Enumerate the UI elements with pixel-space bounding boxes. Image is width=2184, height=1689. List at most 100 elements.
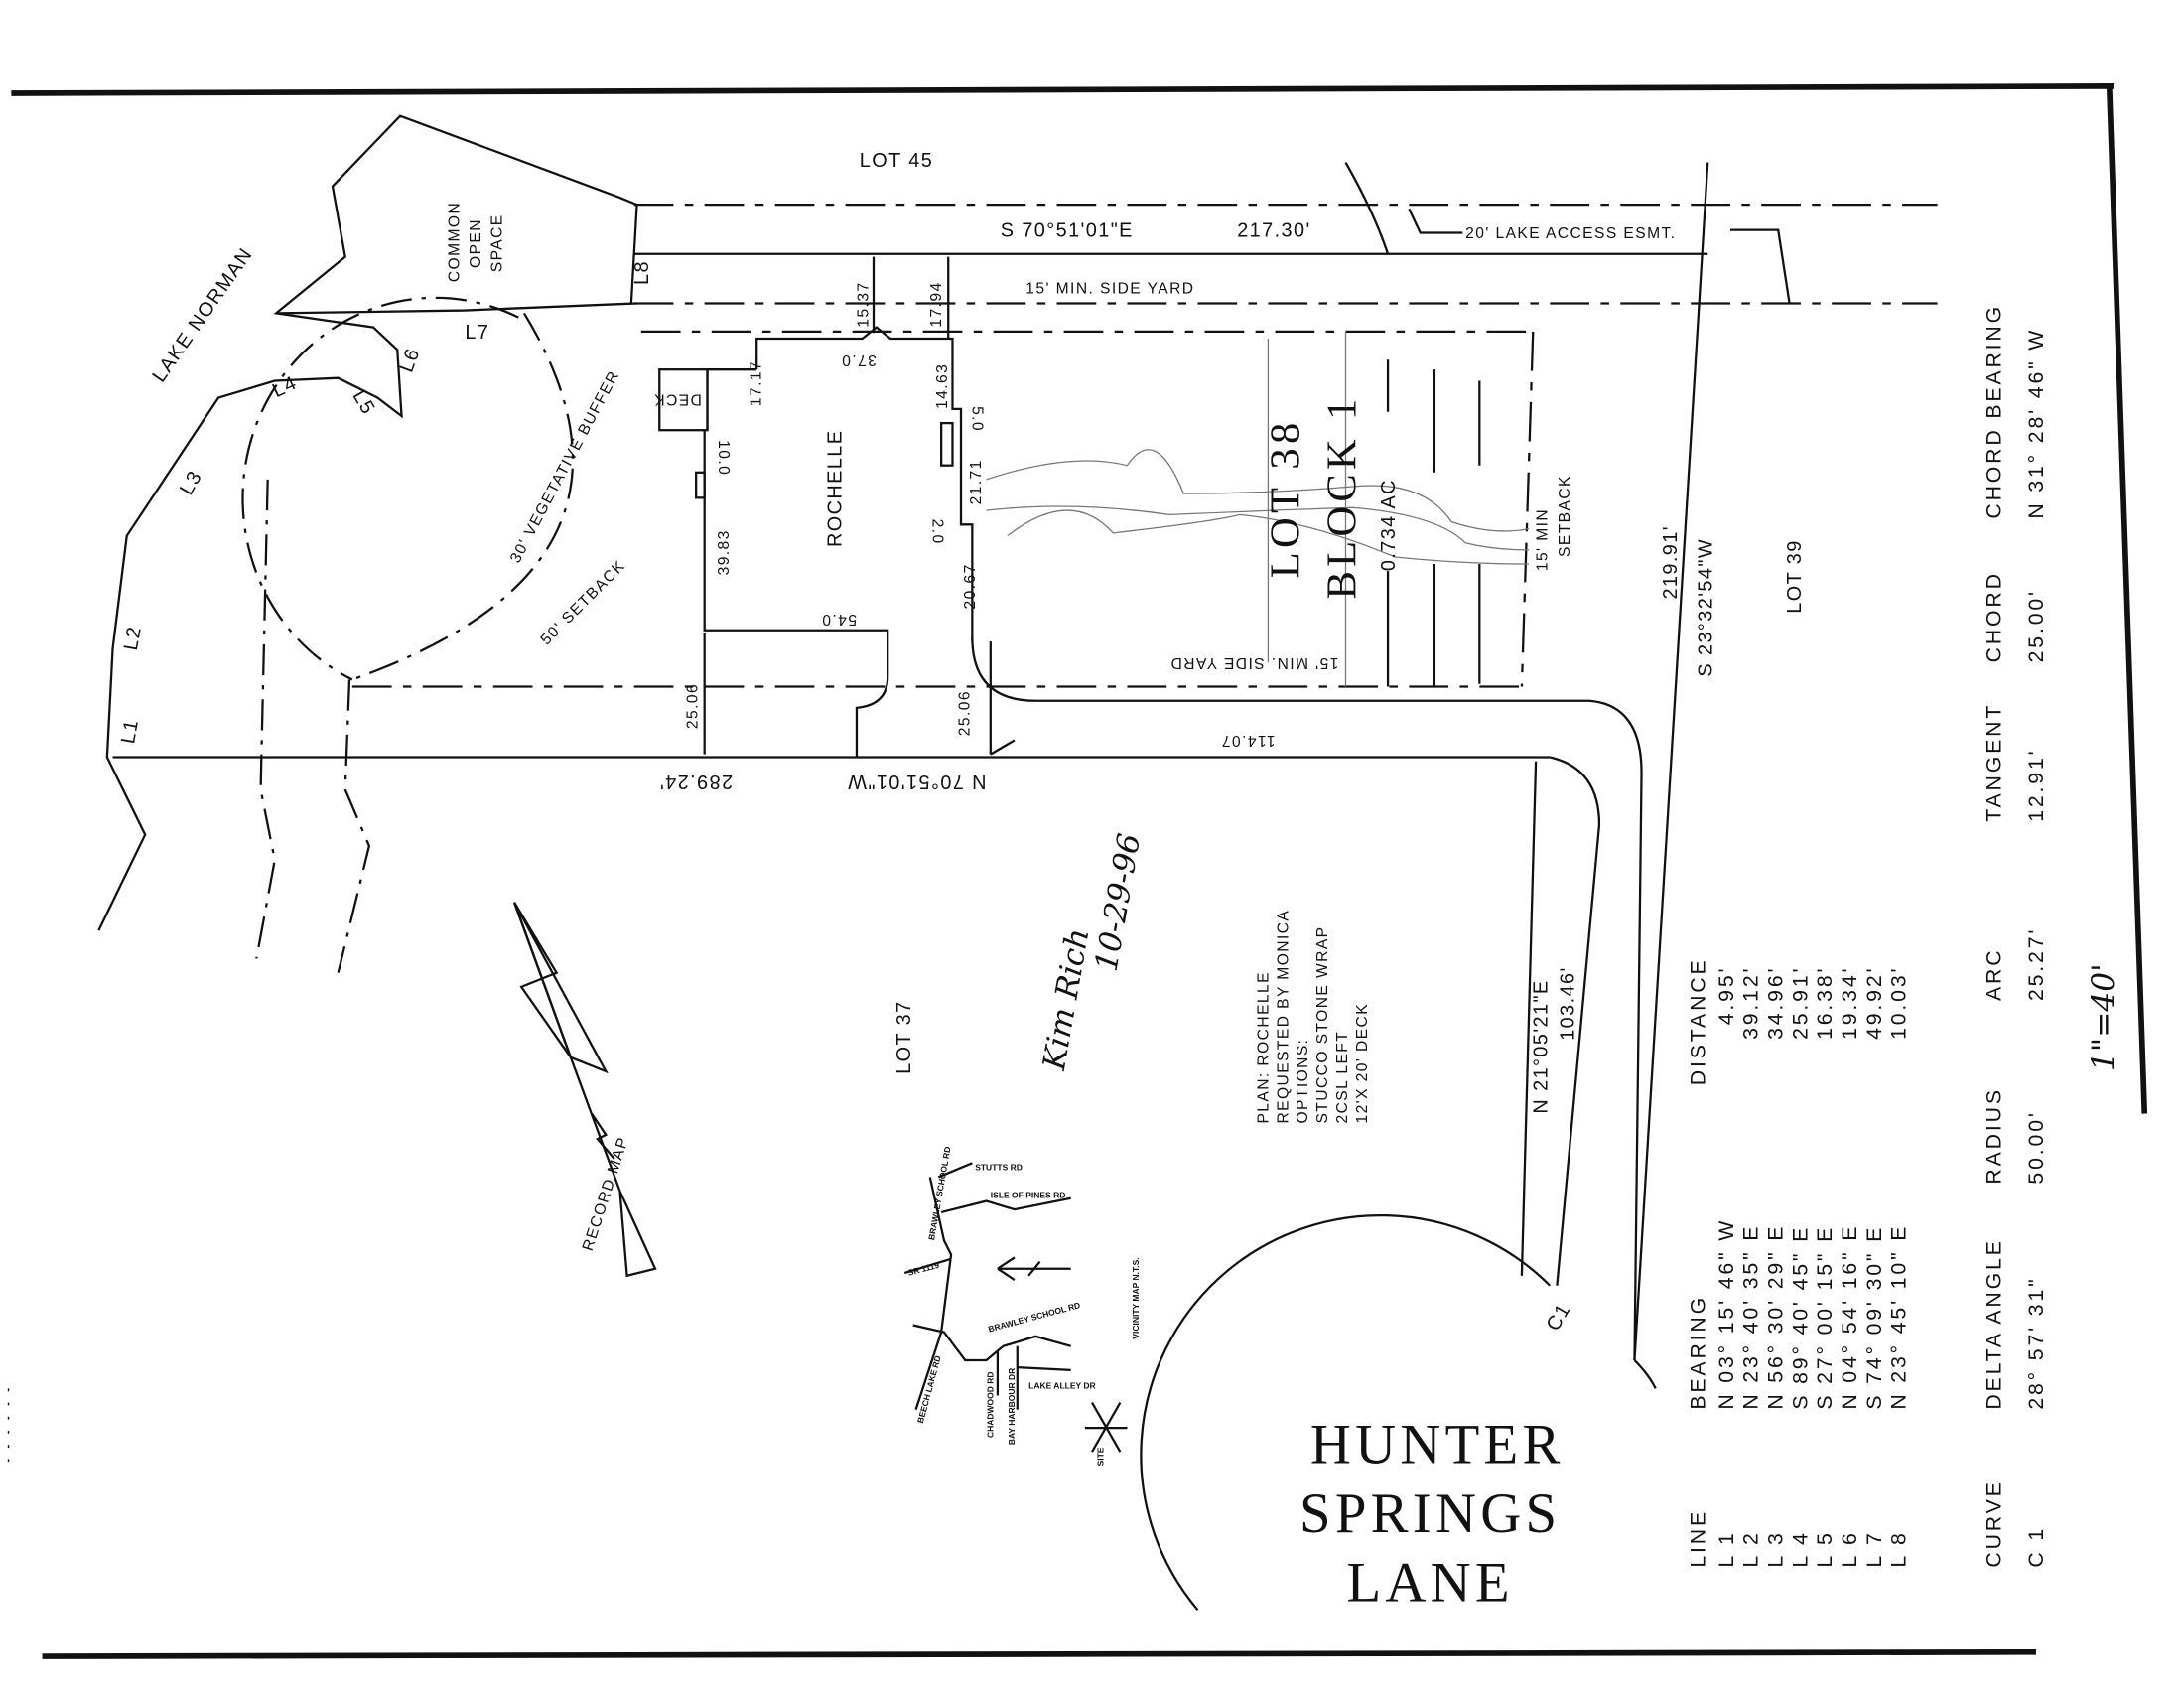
dim-37-0: 37.0 <box>841 352 877 368</box>
line-tag-l8: L8 <box>631 260 653 285</box>
curve-tag-c1: C1 <box>1543 1300 1575 1335</box>
chimney <box>695 471 706 499</box>
record-map-arrow <box>512 902 609 1074</box>
line-tag-l1: L1 <box>117 717 143 745</box>
curve-table-header: ARC <box>1981 948 2005 1001</box>
curve-table-header: DELTA ANGLE <box>1981 1238 2005 1409</box>
curve-table-header: TANGENT <box>1981 703 2005 822</box>
driveway-edge <box>971 636 1643 1360</box>
line-table-cell: L 7 <box>1862 1530 1886 1567</box>
east-distance: 219.91' <box>1660 525 1682 599</box>
line-table-cell: 4.95' <box>1714 966 1738 1026</box>
dim-5-0: 5.0 <box>968 406 985 432</box>
line-table-cell: N 23° 45' 10" E <box>1887 1224 1911 1410</box>
line-tag-l7: L7 <box>465 322 489 344</box>
common-open-space-label: OPEN <box>468 218 484 268</box>
topo-line <box>986 505 1530 551</box>
lake-boundary <box>97 114 637 931</box>
line-table-cell: N 23° 40' 35" E <box>1739 1224 1763 1410</box>
acreage-label: 0.734 AC <box>1378 479 1400 571</box>
vicinity-site-label: SITE <box>1095 1447 1105 1466</box>
lake-edge-dashed-2 <box>337 679 371 973</box>
dim-21-71: 21.71 <box>968 459 985 504</box>
line-table-cell: L 1 <box>1714 1530 1738 1567</box>
curve-table-header: RADIUS <box>1981 1087 2005 1184</box>
setback-50-arc <box>351 312 575 681</box>
vicinity-road <box>1017 1365 1071 1372</box>
dim-17-17: 17.17 <box>748 360 764 406</box>
dim-39-83: 39.83 <box>716 529 733 575</box>
line-table-cell: L 8 <box>1887 1530 1911 1567</box>
dim-14-63: 14.63 <box>934 363 951 409</box>
lake-access-leader-2 <box>1729 228 1791 304</box>
side-yard-top-label: 15' MIN. SIDE YARD <box>1025 281 1194 298</box>
vicinity-road <box>940 1196 1071 1214</box>
curve-table-cell: C 1 <box>2024 1526 2048 1568</box>
vicinity-road <box>912 1324 1072 1362</box>
record-map-arrow <box>512 902 572 1058</box>
curve-table-cell: N 31° 28' 46" W <box>2024 328 2048 519</box>
east-bearing: S 23°32'54"W <box>1696 538 1717 677</box>
line-table-cell: 49.92' <box>1862 966 1886 1040</box>
vicinity-road <box>903 1257 952 1275</box>
lake-access-label: 20' LAKE ACCESS ESMT. <box>1465 225 1676 242</box>
vicinity-road-label: ISLE OF PINES RD <box>991 1191 1066 1200</box>
street-name: SPRINGS <box>1299 1482 1561 1545</box>
lake-label: LAKE NORMAN <box>148 243 257 386</box>
line-l7 <box>276 302 637 315</box>
deck-label: DECK <box>653 391 702 408</box>
signature: Kim Rich <box>1036 925 1097 1073</box>
vegetative-buffer-label: 30' VEGETATIVE BUFFER <box>507 367 623 566</box>
line-table-header: DISTANCE <box>1686 957 1709 1085</box>
curve-table-header: CHORD <box>1981 571 2005 662</box>
north-distance: 217.30' <box>1237 220 1310 242</box>
dim-54-0: 54.0 <box>821 611 857 628</box>
rear-setback-label: SETBACK <box>1557 475 1573 557</box>
vicinity-road-label: STUTTS RD <box>975 1162 1023 1172</box>
plan-note: 12'X 20' DECK <box>1354 1003 1371 1124</box>
border-right <box>2106 85 2148 1114</box>
line-table-cell: L 3 <box>1763 1530 1787 1567</box>
plan-note: STUCCO STONE WRAP <box>1314 926 1331 1124</box>
east-lot-line <box>1633 162 1709 1361</box>
vicinity-road-label: LAKE ALLEY DR <box>1028 1380 1096 1390</box>
lot-38-label: LOT 38 <box>1263 418 1309 578</box>
dim-10-0: 10.0 <box>715 440 732 476</box>
site-star-icon <box>1084 1402 1128 1453</box>
road-edge-inner <box>1520 761 1538 1276</box>
house-label: ROCHELLE <box>824 430 846 547</box>
road-edge <box>1550 756 1601 1286</box>
street-name: LANE <box>1346 1552 1513 1615</box>
common-open-space-label: SPACE <box>488 213 505 272</box>
record-map-arrow-shaft <box>569 1056 621 1193</box>
north-arrow-vicinity <box>997 1256 1071 1282</box>
line-table-cell: 16.38' <box>1813 966 1837 1040</box>
dim-arrow <box>990 739 1016 756</box>
line-table-cell: 19.34' <box>1838 966 1861 1040</box>
street-name: HUNTER <box>1310 1414 1565 1477</box>
cul-de-sac <box>1140 1213 1552 1611</box>
line-table-cell: 34.96' <box>1763 966 1787 1040</box>
line-table-header: LINE <box>1686 1509 1709 1568</box>
rear-setback-label: 15' MIN <box>1534 508 1551 571</box>
plan-note: PLAN: ROCHELLE <box>1255 971 1272 1123</box>
curve-table-cell: 25.00' <box>2024 589 2048 662</box>
line-tag-l4: L4 <box>269 372 301 402</box>
line-tag-l2: L2 <box>120 625 146 652</box>
line-table-cell: L 4 <box>1788 1530 1812 1567</box>
dim-25-06-right: 25.06 <box>957 690 974 736</box>
handwritten-mark <box>1344 161 1390 255</box>
vicinity-road <box>937 1162 973 1179</box>
line-table-cell: L 6 <box>1838 1530 1861 1567</box>
cul-de-sac-right <box>1633 1359 1657 1389</box>
line-table-cell: S 89° 40' 45" E <box>1788 1225 1812 1410</box>
south-segment: 114.07 <box>1220 732 1275 749</box>
lot-39-label: LOT 39 <box>1784 539 1806 613</box>
dim-17-94: 17.94 <box>928 281 945 327</box>
line-table-cell: 25.91' <box>1788 966 1812 1040</box>
line-table-cell: L 5 <box>1813 1530 1837 1567</box>
vicinity-road-label: BRAWLEY SCHOOL RD <box>987 1300 1081 1334</box>
border-top <box>11 83 2115 96</box>
